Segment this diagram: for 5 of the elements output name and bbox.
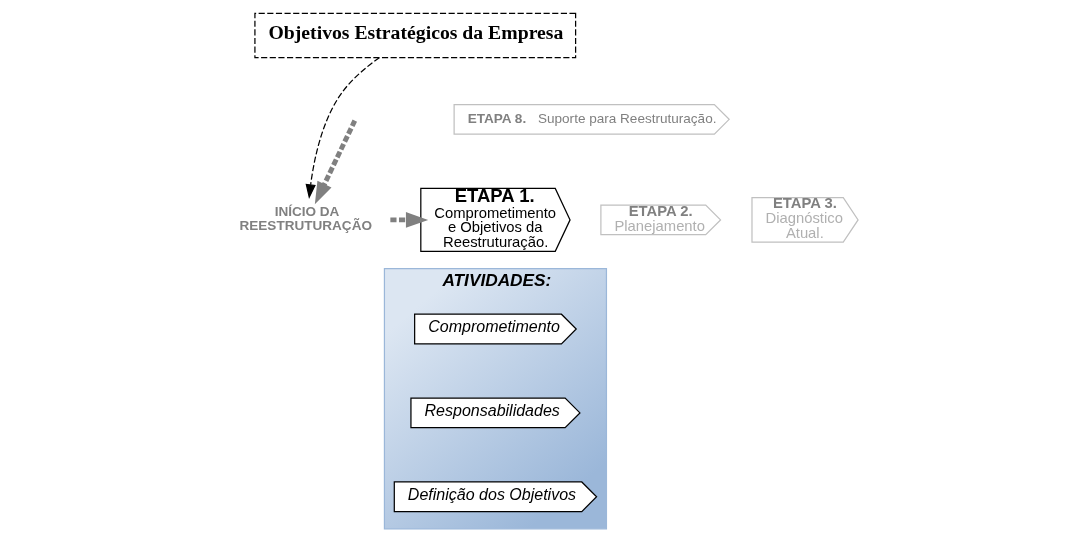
- arrow: [305, 57, 380, 200]
- node-text: INÍCIO DA REESTRUTURAÇÃO: [239, 203, 372, 233]
- arrow: [389, 212, 428, 228]
- node-box: Objetivos Estratégicos da Empresa: [253, 12, 576, 59]
- arrow: [314, 119, 357, 205]
